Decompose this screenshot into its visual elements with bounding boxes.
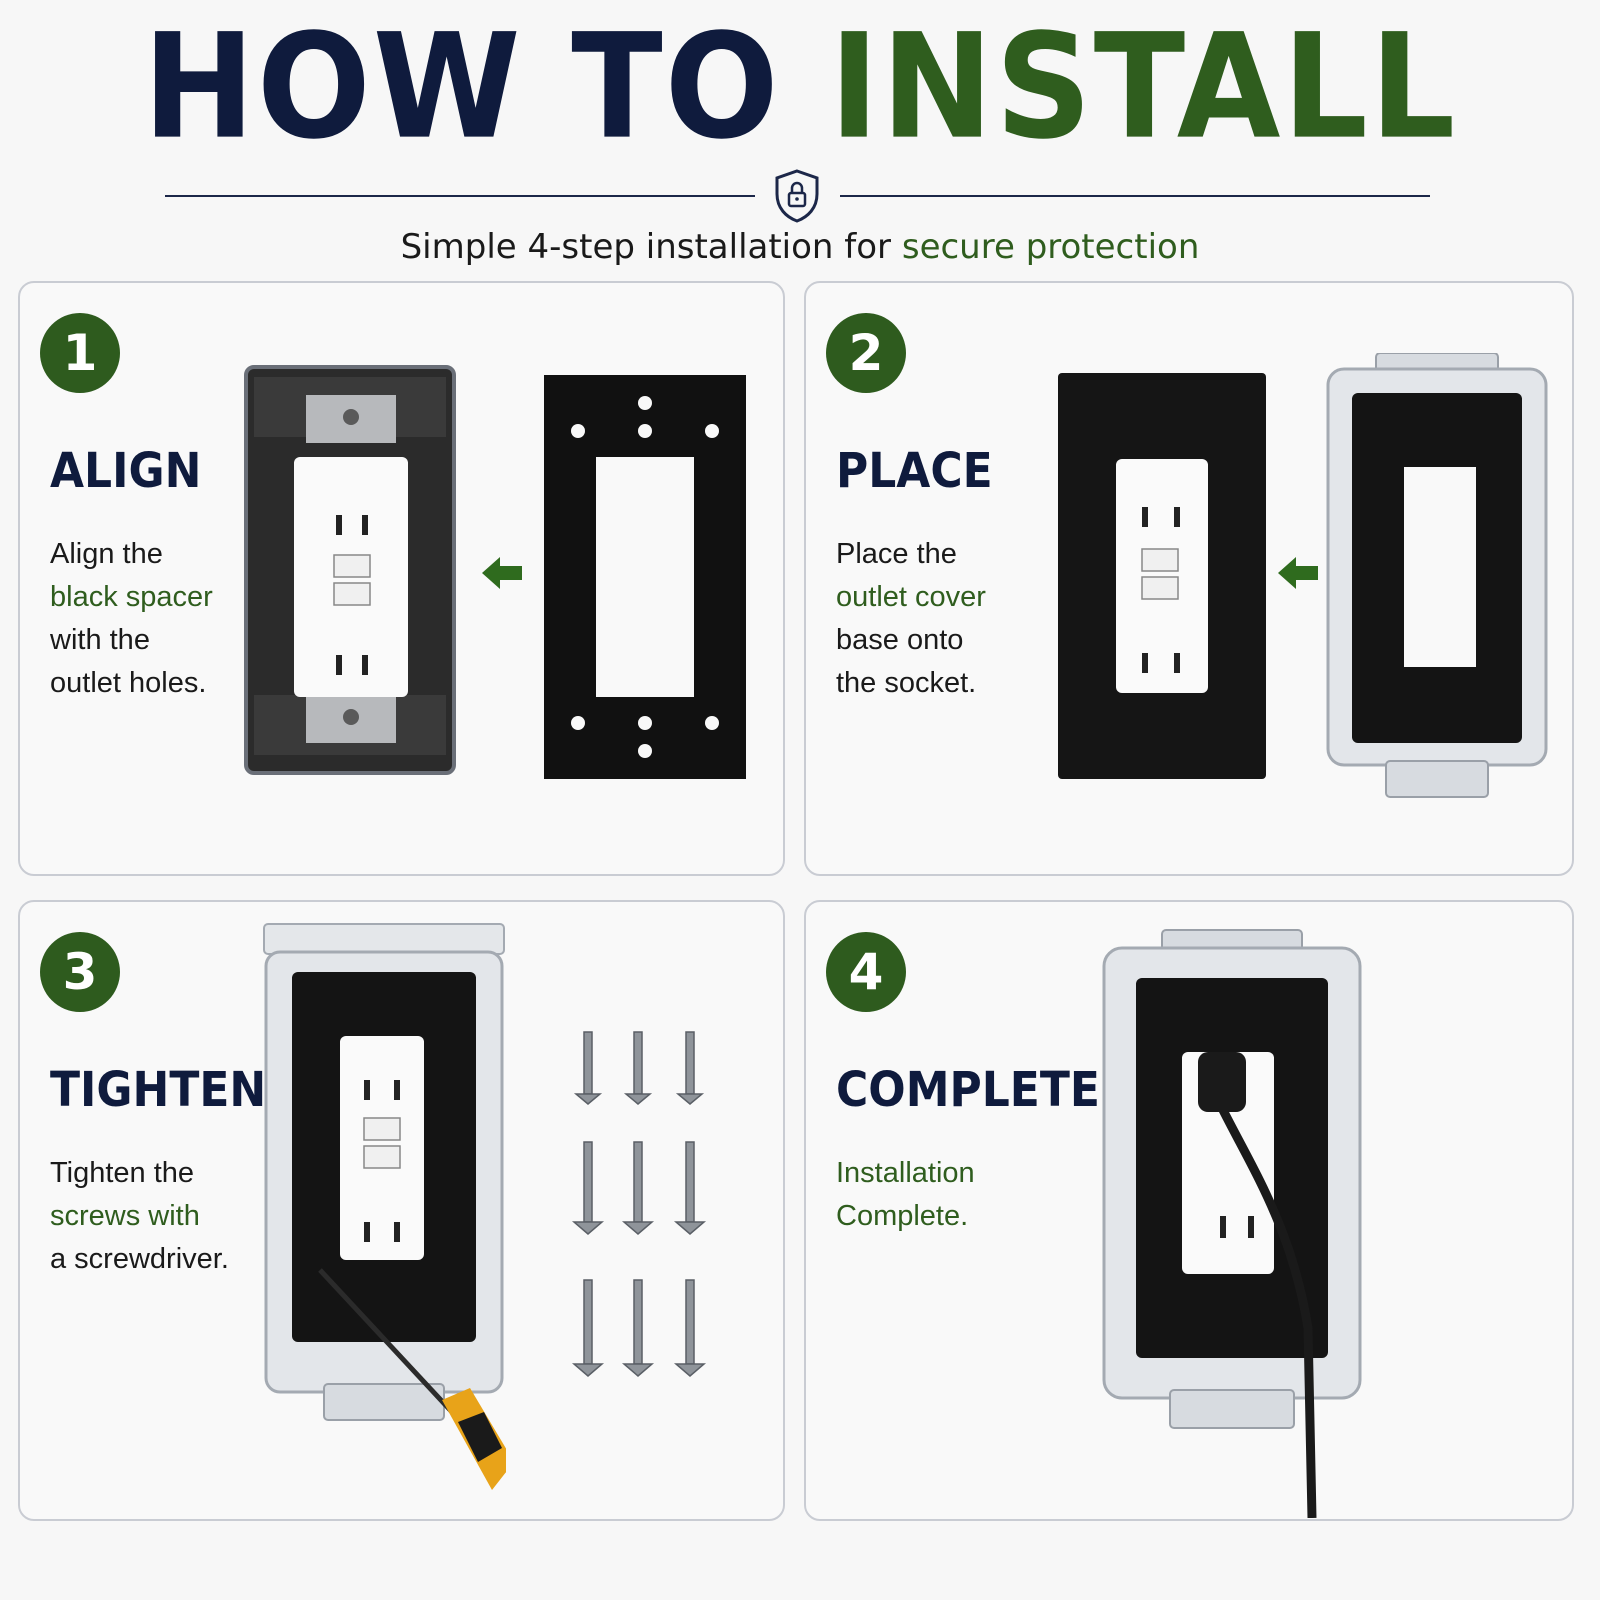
desc-line: a screwdriver.	[50, 1243, 229, 1275]
desc-line: Complete.	[836, 1200, 969, 1232]
step-title: COMPLETE	[836, 1062, 1100, 1119]
step-number-badge: 4	[826, 932, 906, 1012]
step-description: Align the black spacer with the outlet h…	[50, 533, 213, 705]
outlet-cover-base-image	[1326, 353, 1548, 798]
desc-line: the socket.	[836, 667, 977, 699]
step-number-badge: 1	[40, 313, 120, 393]
divider-right	[840, 195, 1430, 197]
step-number-badge: 2	[826, 313, 906, 393]
step-description: Installation Complete.	[836, 1152, 975, 1238]
subtitle-highlight: secure protection	[901, 227, 1200, 267]
desc-line-highlight: outlet cover	[836, 581, 986, 613]
desc-line: Place the	[836, 538, 957, 570]
step-description: Place the outlet cover base onto the soc…	[836, 533, 986, 705]
divider-left	[165, 195, 755, 197]
step-description: Tighten the screws with a screwdriver.	[50, 1152, 229, 1281]
screws-image	[571, 1031, 707, 1377]
desc-line: Tighten the	[50, 1157, 195, 1189]
title-part2: INSTALL	[829, 2, 1458, 172]
step-title: PLACE	[836, 443, 993, 500]
outlet-box-image	[244, 365, 456, 775]
title-part1: HOW TO	[142, 2, 781, 172]
step-title: TIGHTEN	[50, 1062, 267, 1119]
desc-line-highlight: screws with	[50, 1200, 200, 1232]
step-card-place: 2 PLACE Place the outlet cover base onto…	[804, 281, 1574, 876]
desc-line-highlight: black spacer	[50, 581, 213, 613]
desc-line: Installation	[836, 1157, 975, 1189]
cover-with-screwdriver-image	[263, 923, 506, 1490]
black-spacer-image	[544, 375, 746, 779]
step-card-complete: 4 COMPLETE Installation Complete.	[804, 900, 1574, 1521]
step-card-align: 1 ALIGN Align the black spacer with the …	[18, 281, 785, 876]
desc-line: base onto	[836, 624, 964, 656]
subtitle-text: Simple 4-step installation for	[400, 227, 902, 267]
step-number-badge: 3	[40, 932, 120, 1012]
page-title: HOW TO INSTALL	[0, 15, 1600, 160]
arrow-left-icon	[1278, 557, 1318, 589]
desc-line: with the	[50, 624, 150, 656]
arrow-left-icon	[482, 557, 522, 589]
shield-lock-icon	[775, 169, 819, 223]
desc-line: outlet holes.	[50, 667, 207, 699]
outlet-with-spacer-image	[1058, 373, 1266, 779]
subtitle: Simple 4-step installation for secure pr…	[0, 227, 1600, 267]
step-title: ALIGN	[50, 443, 202, 500]
installed-cover-image	[1102, 929, 1362, 1518]
step-card-tighten: 3 TIGHTEN Tighten the screws with a scre…	[18, 900, 785, 1521]
desc-line: Align the	[50, 538, 163, 570]
